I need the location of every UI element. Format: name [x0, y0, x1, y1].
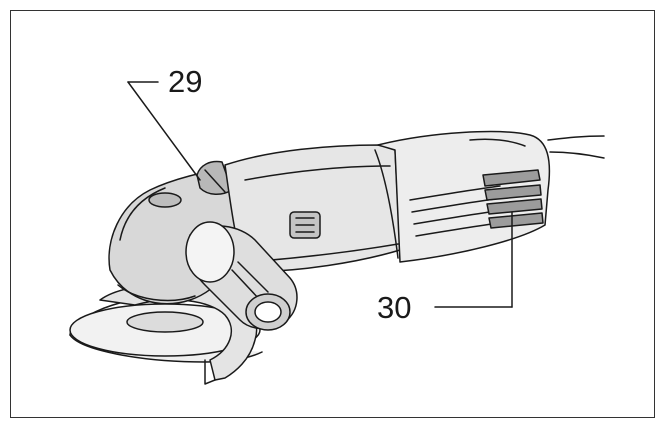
grinding-disc — [69, 295, 263, 363]
leader-line-29 — [127, 81, 201, 181]
callout-29: 29 — [168, 64, 203, 99]
side-grip — [185, 221, 298, 331]
callout-30: 30 — [377, 290, 412, 325]
air-vents — [482, 169, 544, 229]
leader-line-30 — [434, 211, 513, 308]
power-cord — [547, 135, 605, 159]
rear-handle — [374, 130, 551, 263]
shaft-lock-button — [196, 160, 233, 195]
motor-housing — [224, 144, 401, 273]
